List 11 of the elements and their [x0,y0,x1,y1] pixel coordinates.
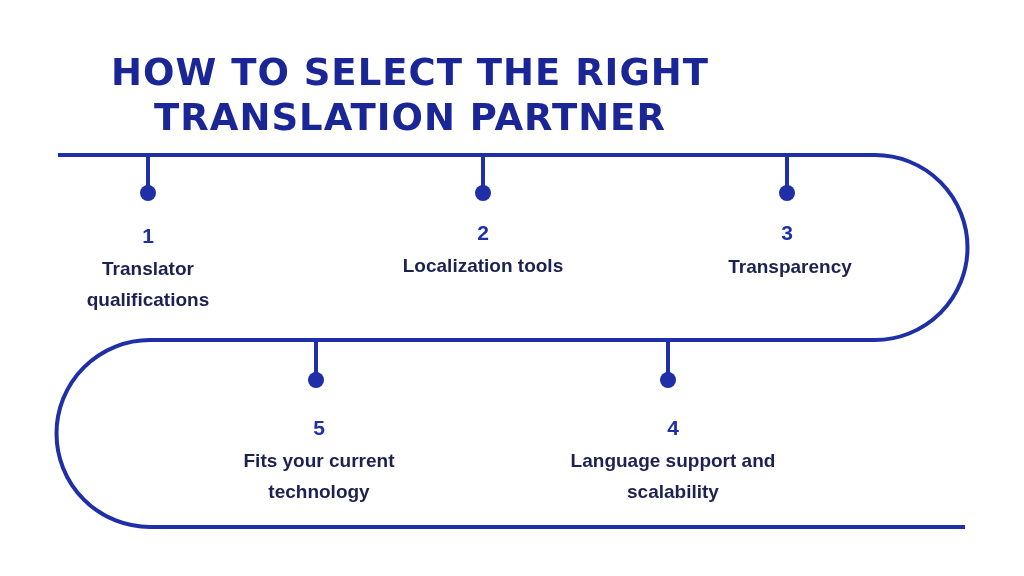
step-label: Transparency [727,255,853,279]
step-number: 4 [666,416,680,440]
step-label: Localization tools [401,254,565,278]
step-label: Fits your current technology [242,449,396,504]
step-number: 1 [141,224,155,248]
title: HOW TO SELECT THE RIGHT TRANSLATION PARTNER [110,50,710,140]
step-number: 5 [312,416,326,440]
step-label: Translator qualifications [85,257,211,312]
step-label: Language support and scalability [569,449,777,504]
step-number: 3 [780,221,794,245]
step-number: 2 [476,221,490,245]
